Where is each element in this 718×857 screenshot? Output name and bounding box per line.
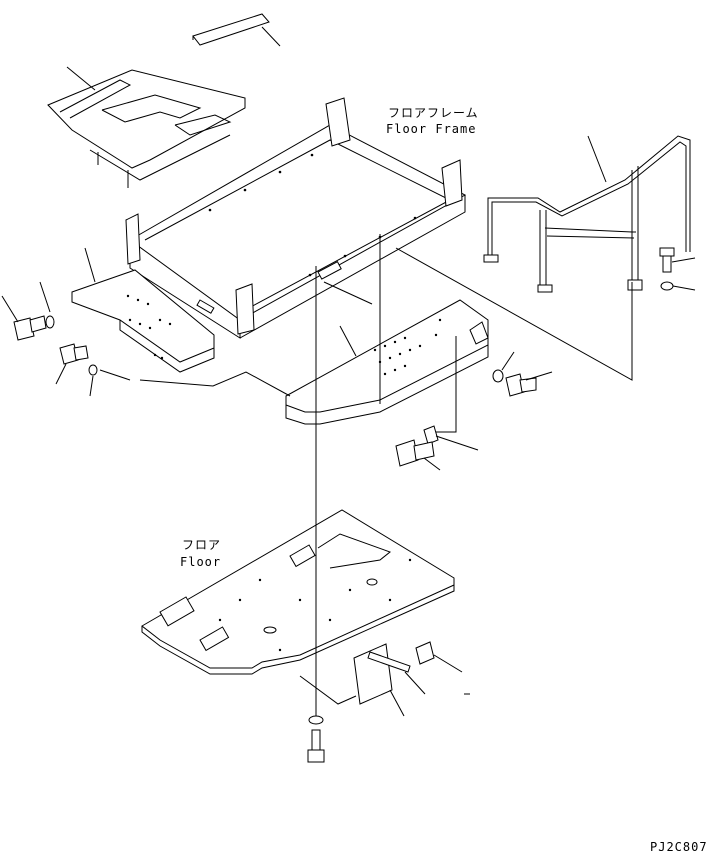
cover-bracket [367, 651, 426, 695]
right-washer [492, 351, 515, 383]
left-washer-2 [88, 364, 98, 397]
left-washer-1 [39, 281, 55, 329]
drawing-code: PJ2C807 [650, 840, 708, 854]
floor-mat [47, 66, 246, 188]
lower-bolt [395, 439, 441, 471]
floor-frame [125, 97, 467, 339]
assembly-lines [99, 234, 633, 716]
left-floor-plate [71, 247, 215, 373]
floor [141, 509, 455, 675]
clip-bracket [423, 425, 479, 451]
floor-bolt-right [415, 641, 470, 695]
hand-rail [483, 135, 691, 293]
cover-plate [192, 13, 281, 47]
left-bolt-1 [1, 295, 47, 341]
rail-bolt [659, 247, 696, 291]
floor-label-en: Floor [180, 555, 221, 569]
floor-label-jp: フロア [182, 538, 221, 552]
floor-frame-label-jp: フロアフレーム [388, 106, 479, 120]
floor-frame-label-en: Floor Frame [386, 122, 476, 136]
right-bolt [505, 371, 553, 397]
floor-bolt-bottom [307, 715, 325, 763]
left-bolt-2 [55, 343, 89, 385]
